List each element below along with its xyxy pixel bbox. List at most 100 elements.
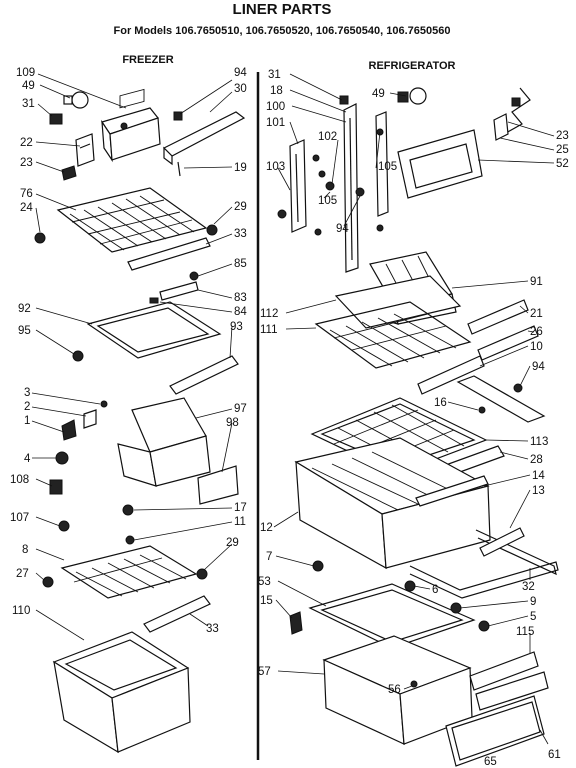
freezer-duct-screw <box>177 161 181 177</box>
fridge-tube-a <box>467 299 529 335</box>
callout-109: 109 <box>16 67 35 79</box>
freezer-air-duct <box>162 111 246 166</box>
callout-56: 56 <box>388 684 401 696</box>
fridge-lower-drawer <box>322 635 473 745</box>
callout-10: 10 <box>530 341 543 353</box>
callout-85: 85 <box>234 258 247 270</box>
freezer-heading: FREEZER <box>122 54 173 66</box>
callout-6: 6 <box>432 584 438 596</box>
callout-25: 25 <box>556 144 569 156</box>
freezer-bin-shelf <box>197 465 239 505</box>
freezer-hinge-screw <box>100 400 108 408</box>
callout-52: 52 <box>556 158 569 170</box>
footer-code: 65 <box>484 756 497 768</box>
callout-83: 83 <box>234 292 247 304</box>
callout-33: 33 <box>234 228 247 240</box>
freezer-tray-support <box>72 350 84 362</box>
callout-19: 19 <box>234 162 247 174</box>
freezer-shelf-support-left <box>34 232 46 244</box>
callout-29: 29 <box>234 201 247 213</box>
callout-112: 112 <box>260 308 278 320</box>
callout-9: 9 <box>530 596 536 608</box>
callout-2: 2 <box>24 401 30 413</box>
callout-31: 31 <box>22 98 35 110</box>
callout-18: 18 <box>270 85 283 97</box>
freezer-shelf-support-right <box>206 224 218 236</box>
fridge-screw-a <box>312 154 320 162</box>
freezer-lower-support-right <box>196 568 208 580</box>
freezer-lower-wire-shelf <box>60 545 198 599</box>
freezer-shelf-tube <box>159 281 199 301</box>
callout-7: 7 <box>266 551 272 563</box>
callout-14: 14 <box>532 470 545 482</box>
callout-28: 28 <box>530 454 543 466</box>
callout-108: 108 <box>10 474 29 486</box>
fridge-cam-a <box>325 181 335 191</box>
callout-100: 100 <box>266 101 285 113</box>
fridge-shelf-rail-right <box>456 375 546 423</box>
freezer-tube-clip <box>149 297 159 304</box>
callout-102: 102 <box>318 131 337 143</box>
callout-49b: 49 <box>372 88 385 100</box>
freezer-thermostat-bracket <box>75 133 95 167</box>
callout-92: 92 <box>18 303 31 315</box>
freezer-shelf-clip <box>61 165 77 181</box>
fridge-drawer-front-panel <box>445 695 545 767</box>
freezer-tray <box>86 301 222 359</box>
callout-101: 101 <box>266 117 285 129</box>
callout-95: 95 <box>18 325 31 337</box>
freezer-control-housing <box>101 88 161 163</box>
callout-53: 53 <box>258 576 271 588</box>
freezer-lower-tube <box>143 595 211 633</box>
callout-105a: 105 <box>318 195 337 207</box>
callout-76: 76 <box>20 188 33 200</box>
callout-8: 8 <box>22 544 28 556</box>
callout-111: 111 <box>260 324 277 336</box>
refrigerator-heading: REFRIGERATOR <box>369 60 456 72</box>
fridge-upper-wire-shelf <box>314 301 472 369</box>
fridge-screw-c <box>314 228 322 236</box>
callout-98: 98 <box>226 417 239 429</box>
freezer-damper-body <box>49 479 63 495</box>
fridge-center-mullion <box>343 103 359 273</box>
fridge-light-bulb <box>397 87 427 105</box>
callout-61: 61 <box>548 749 561 761</box>
fridge-tube-c <box>417 355 485 395</box>
fridge-rail-screw <box>478 406 486 414</box>
callout-23b: 23 <box>556 130 569 142</box>
models-line: For Models 106.7650510, 106.7650520, 106… <box>114 25 451 37</box>
callout-22: 22 <box>20 137 33 149</box>
fridge-cam-b <box>355 187 365 197</box>
freezer-door-stop <box>58 520 70 532</box>
callout-24: 24 <box>20 202 33 214</box>
callout-5: 5 <box>530 611 536 623</box>
page-title: LINER PARTS <box>233 1 332 18</box>
fridge-drawer-front-trim <box>469 651 549 711</box>
callout-11: 11 <box>234 516 246 528</box>
fridge-crisper-rail <box>415 475 489 507</box>
freezer-shelf-rail <box>127 237 211 271</box>
callout-97: 97 <box>234 403 247 415</box>
freezer-damper-knob <box>55 451 69 465</box>
freezer-ice-bin <box>117 397 211 487</box>
callout-1: 1 <box>24 415 30 427</box>
freezer-lower-support-left <box>42 576 54 588</box>
callout-16: 16 <box>434 397 447 409</box>
callout-17: 17 <box>234 502 247 514</box>
callout-57: 57 <box>258 666 271 678</box>
freezer-light-socket <box>49 113 63 125</box>
callout-105b: 105 <box>378 161 397 173</box>
callout-84: 84 <box>234 306 247 318</box>
fridge-roller-b <box>404 580 416 592</box>
callout-13: 13 <box>532 485 545 497</box>
fridge-shelf-frame-upper <box>334 275 462 329</box>
freezer-lower-screw <box>125 535 135 545</box>
callout-93: 93 <box>230 321 243 333</box>
freezer-lower-support <box>122 504 134 516</box>
callout-12: 12 <box>260 522 273 534</box>
fridge-thermostat-assembly <box>493 87 531 141</box>
fridge-cam-c <box>277 209 287 219</box>
fridge-cover-support <box>289 611 303 635</box>
freezer-hinge-plate <box>83 409 97 429</box>
